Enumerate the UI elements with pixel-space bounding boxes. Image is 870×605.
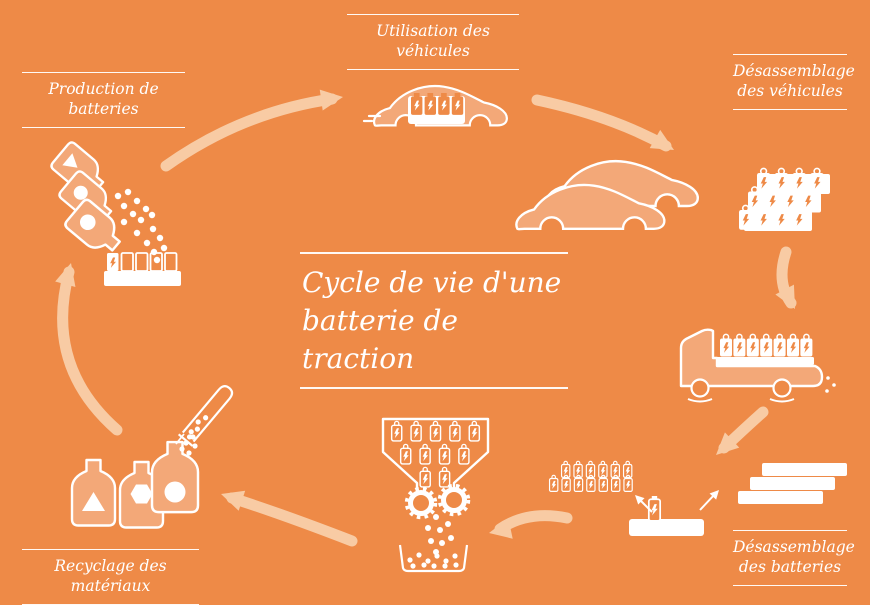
- stage-label-text: Utilisation des véhicules: [376, 22, 490, 60]
- cars-pair-icon: [515, 159, 700, 231]
- flow-arrow-use-to-disassembly: [531, 94, 674, 152]
- label-rule: [347, 14, 519, 15]
- flow-arrow-production-to-use: [160, 89, 343, 172]
- stage-label-recyclage: Recyclage des matériaux: [22, 549, 199, 605]
- flow-arrow-shredder-to-recycling: [221, 490, 358, 547]
- battery-cells-icon: [550, 461, 633, 491]
- battery-plates-icon: [738, 463, 847, 504]
- shredder-with-gears-icon: [381, 417, 490, 573]
- speed-dashes-icon: [362, 114, 382, 123]
- label-rule: [22, 549, 199, 550]
- stage-label-desassemblage-vehicules: Désassemblage des véhicules: [733, 54, 855, 110]
- shredded-particles-icon: [407, 552, 459, 569]
- flow-arrow-stack-to-truck: [775, 246, 797, 309]
- label-rule: [22, 72, 185, 73]
- battery-stack-icon: [739, 168, 830, 231]
- battery-truck-icon: [679, 328, 836, 403]
- stage-label-utilisation: Utilisation des véhicules: [347, 14, 519, 70]
- flow-arrow-recycling-to-production: [55, 263, 123, 436]
- label-rule: [733, 530, 847, 531]
- flasks-icon: [70, 440, 200, 529]
- pouring-dots-icon: [114, 188, 168, 264]
- flow-arrow-module-to-shredder: [489, 510, 573, 539]
- battery-module-icon: [629, 496, 704, 536]
- title-text: Cycle de vie d'une batterie de traction: [302, 266, 562, 375]
- wheel-icon: [772, 378, 792, 398]
- label-rule: [733, 108, 847, 110]
- flow-arrow-truck-to-battery-disassembly: [716, 406, 769, 455]
- test-tube-icon: [175, 385, 234, 456]
- title-rule-bottom: [300, 387, 568, 390]
- electric-car-icon: [362, 84, 508, 127]
- hexagon-material-icon: [130, 484, 153, 504]
- title-rule-top: [300, 252, 568, 254]
- page-title: Cycle de vie d'une batterie de traction: [300, 252, 568, 390]
- stage-label-text: Désassemblage des batteries: [733, 538, 855, 576]
- pour-line: [175, 433, 185, 445]
- battery-tray-icon: [104, 252, 181, 286]
- wheel-icon: [690, 378, 710, 398]
- disassembly-arrows: [635, 490, 719, 513]
- label-rule: [347, 68, 519, 70]
- pouring-bottles-into-battery-tray-icon: [48, 139, 181, 286]
- stage-label-production: Production de batteries: [22, 72, 185, 128]
- stage-label-desassemblage-batteries: Désassemblage des batteries: [733, 530, 855, 586]
- stage-label-text: Recyclage des matériaux: [54, 557, 167, 595]
- triangle-material-icon: [82, 492, 105, 511]
- circle-material-icon: [164, 481, 186, 503]
- collection-tray: [398, 544, 469, 573]
- label-rule: [733, 584, 847, 586]
- falling-particles-icon: [425, 514, 454, 555]
- motion-dots-icon: [825, 376, 836, 393]
- pouring-dots-icon: [179, 434, 198, 456]
- motion-lines-icon: [687, 398, 795, 403]
- stage-label-text: Production de batteries: [48, 80, 159, 118]
- label-rule: [22, 603, 199, 605]
- stage-label-text: Désassemblage des véhicules: [733, 62, 855, 100]
- funnel-outline: [381, 417, 490, 492]
- label-rule: [22, 126, 185, 128]
- label-rule: [733, 54, 847, 55]
